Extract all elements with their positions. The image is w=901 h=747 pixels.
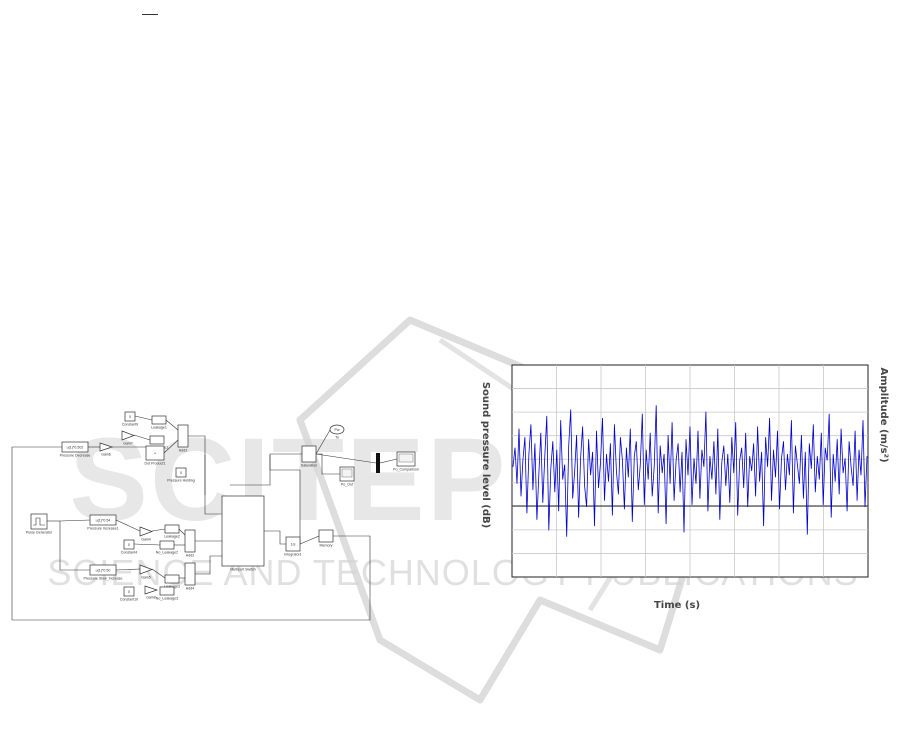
- block-label-const4: Constant4: [121, 551, 137, 555]
- block-saturation: Saturation: [301, 445, 317, 468]
- block-label-const9: Constant9: [122, 423, 138, 427]
- block-label-integrator: Integrator1: [284, 553, 301, 557]
- block-inner-const10: 0: [128, 590, 130, 594]
- x-axis-label: Time (s): [654, 600, 700, 611]
- block-gain6: Gain6: [99, 442, 114, 457]
- signal-line-27: [11, 446, 371, 621]
- signal-line-16: [115, 568, 141, 571]
- block-inner-lut_decrease: u(1)*0.502: [67, 445, 84, 449]
- block-label-add2: Add2: [186, 554, 194, 558]
- block-label-lut_slow: Pressure Slow_Increase: [84, 577, 123, 581]
- block-memory: Memory: [318, 529, 334, 548]
- signal-line-17: [151, 568, 166, 579]
- block-inner-lut_increase: u(1)*0.54: [96, 518, 111, 522]
- series-line-0: [512, 405, 868, 537]
- block-gain7: Gain7: [121, 430, 135, 446]
- block-add2: Add2: [184, 529, 196, 558]
- signal-line-10: [115, 519, 141, 532]
- signal-line-2: [163, 439, 179, 454]
- signal-line-26: [379, 458, 398, 464]
- block-gain8: Gain8: [144, 585, 159, 600]
- block-add3: Add3: [177, 424, 189, 453]
- block-pulse_gen: Pulse Generator: [26, 513, 53, 535]
- block-no_leakage3: No_Leakage3: [156, 586, 178, 601]
- signal-line-29: [230, 455, 271, 486]
- block-no_leakage2: No_Leakage2: [156, 540, 178, 555]
- block-mux_switch: Multiport Switch: [221, 495, 265, 572]
- block-label-gain6: Gain6: [101, 453, 111, 457]
- signal-line-5: [133, 434, 151, 441]
- block-label-scope2: Po_Comparison: [393, 468, 419, 472]
- block-label-gain4: Gain4: [141, 538, 151, 542]
- block-label-scope1: Po_Out: [341, 483, 353, 487]
- block-add4: Add4: [184, 562, 196, 591]
- signal-line-4: [165, 419, 179, 431]
- signal-line-20: [264, 530, 286, 545]
- block-label-memory: Memory: [320, 544, 333, 548]
- signal-line-24: [316, 453, 340, 475]
- signal-line-11: [151, 528, 166, 532]
- block-label-gain8: Gain8: [146, 596, 156, 600]
- block-gain5: Gain5: [139, 564, 153, 580]
- y-axis-label-left: Sound pressure level (dB): [480, 382, 491, 528]
- block-label-pressure_holding: Pressure Holding: [167, 479, 195, 483]
- block-label-no_leakage2: No_Leakage2: [156, 551, 178, 555]
- block-label-mux_switch: Multiport Switch: [230, 568, 255, 572]
- signal-line-13: [133, 543, 161, 546]
- block-label-add3: Add3: [179, 449, 187, 453]
- block-label-saturation: Saturation: [301, 464, 317, 468]
- block-mux: [376, 453, 380, 473]
- block-scope1: Po_Out: [339, 466, 355, 487]
- block-leakage2: Leakage2: [164, 524, 180, 539]
- block-inner-lut_slow: u(1)*0.50: [96, 568, 111, 572]
- page-top-mark: [142, 14, 158, 15]
- block-label-leakage1: Leakage1: [151, 426, 167, 430]
- block-inner-to_ws: Pw: [335, 428, 340, 432]
- block-caption-lut_decrease: Pressure Decrease: [60, 454, 91, 458]
- signal-line-8: [59, 519, 91, 522]
- signal-line-25: [315, 453, 377, 464]
- signal-line-19: [195, 555, 222, 575]
- block-label-leakage3: Leakage3: [164, 585, 180, 589]
- y-axis-label-right: Amplitude (m/s²): [878, 367, 889, 462]
- block-label-no_leakage3: No_Leakage3: [156, 597, 178, 601]
- block-label-leakage2: Leakage2: [164, 535, 180, 539]
- block-inner-dot_product: ×: [154, 451, 156, 455]
- block-label-pulse_gen: Pulse Generator: [26, 531, 53, 535]
- block-inner-pressure_holding: 0: [180, 471, 182, 475]
- block-label-dot_product: Dot Product1: [145, 462, 166, 466]
- signal-line-9: [59, 521, 90, 571]
- block-dot_product: × Dot Product1: [145, 445, 166, 466]
- block-inner-integrator: 1/s: [291, 542, 296, 546]
- signal-line-3: [134, 415, 153, 421]
- block-inner-const4: 0: [128, 543, 130, 547]
- signal-line-23: [315, 429, 331, 455]
- block-scope2: Po_Comparison: [393, 451, 419, 472]
- block-gain4: Gain4: [139, 526, 153, 542]
- block-label-gain5: Gain5: [141, 576, 151, 580]
- chart-series: [512, 405, 868, 537]
- block-leakage3: Leakage3: [164, 574, 180, 589]
- signal-line-21: [299, 535, 320, 545]
- signal-line-12: [178, 528, 186, 536]
- block-label-gain7: Gain7: [123, 442, 133, 446]
- block-label-lut_increase: Pressure Increase1: [87, 527, 118, 531]
- block-leakage1: Leakage1: [151, 415, 167, 430]
- block-label-to_ws: To: [335, 436, 339, 440]
- block-label-add4: Add4: [186, 587, 194, 591]
- block-inner-const9: 0: [129, 415, 131, 419]
- block-label-const10: Constant10: [120, 598, 138, 602]
